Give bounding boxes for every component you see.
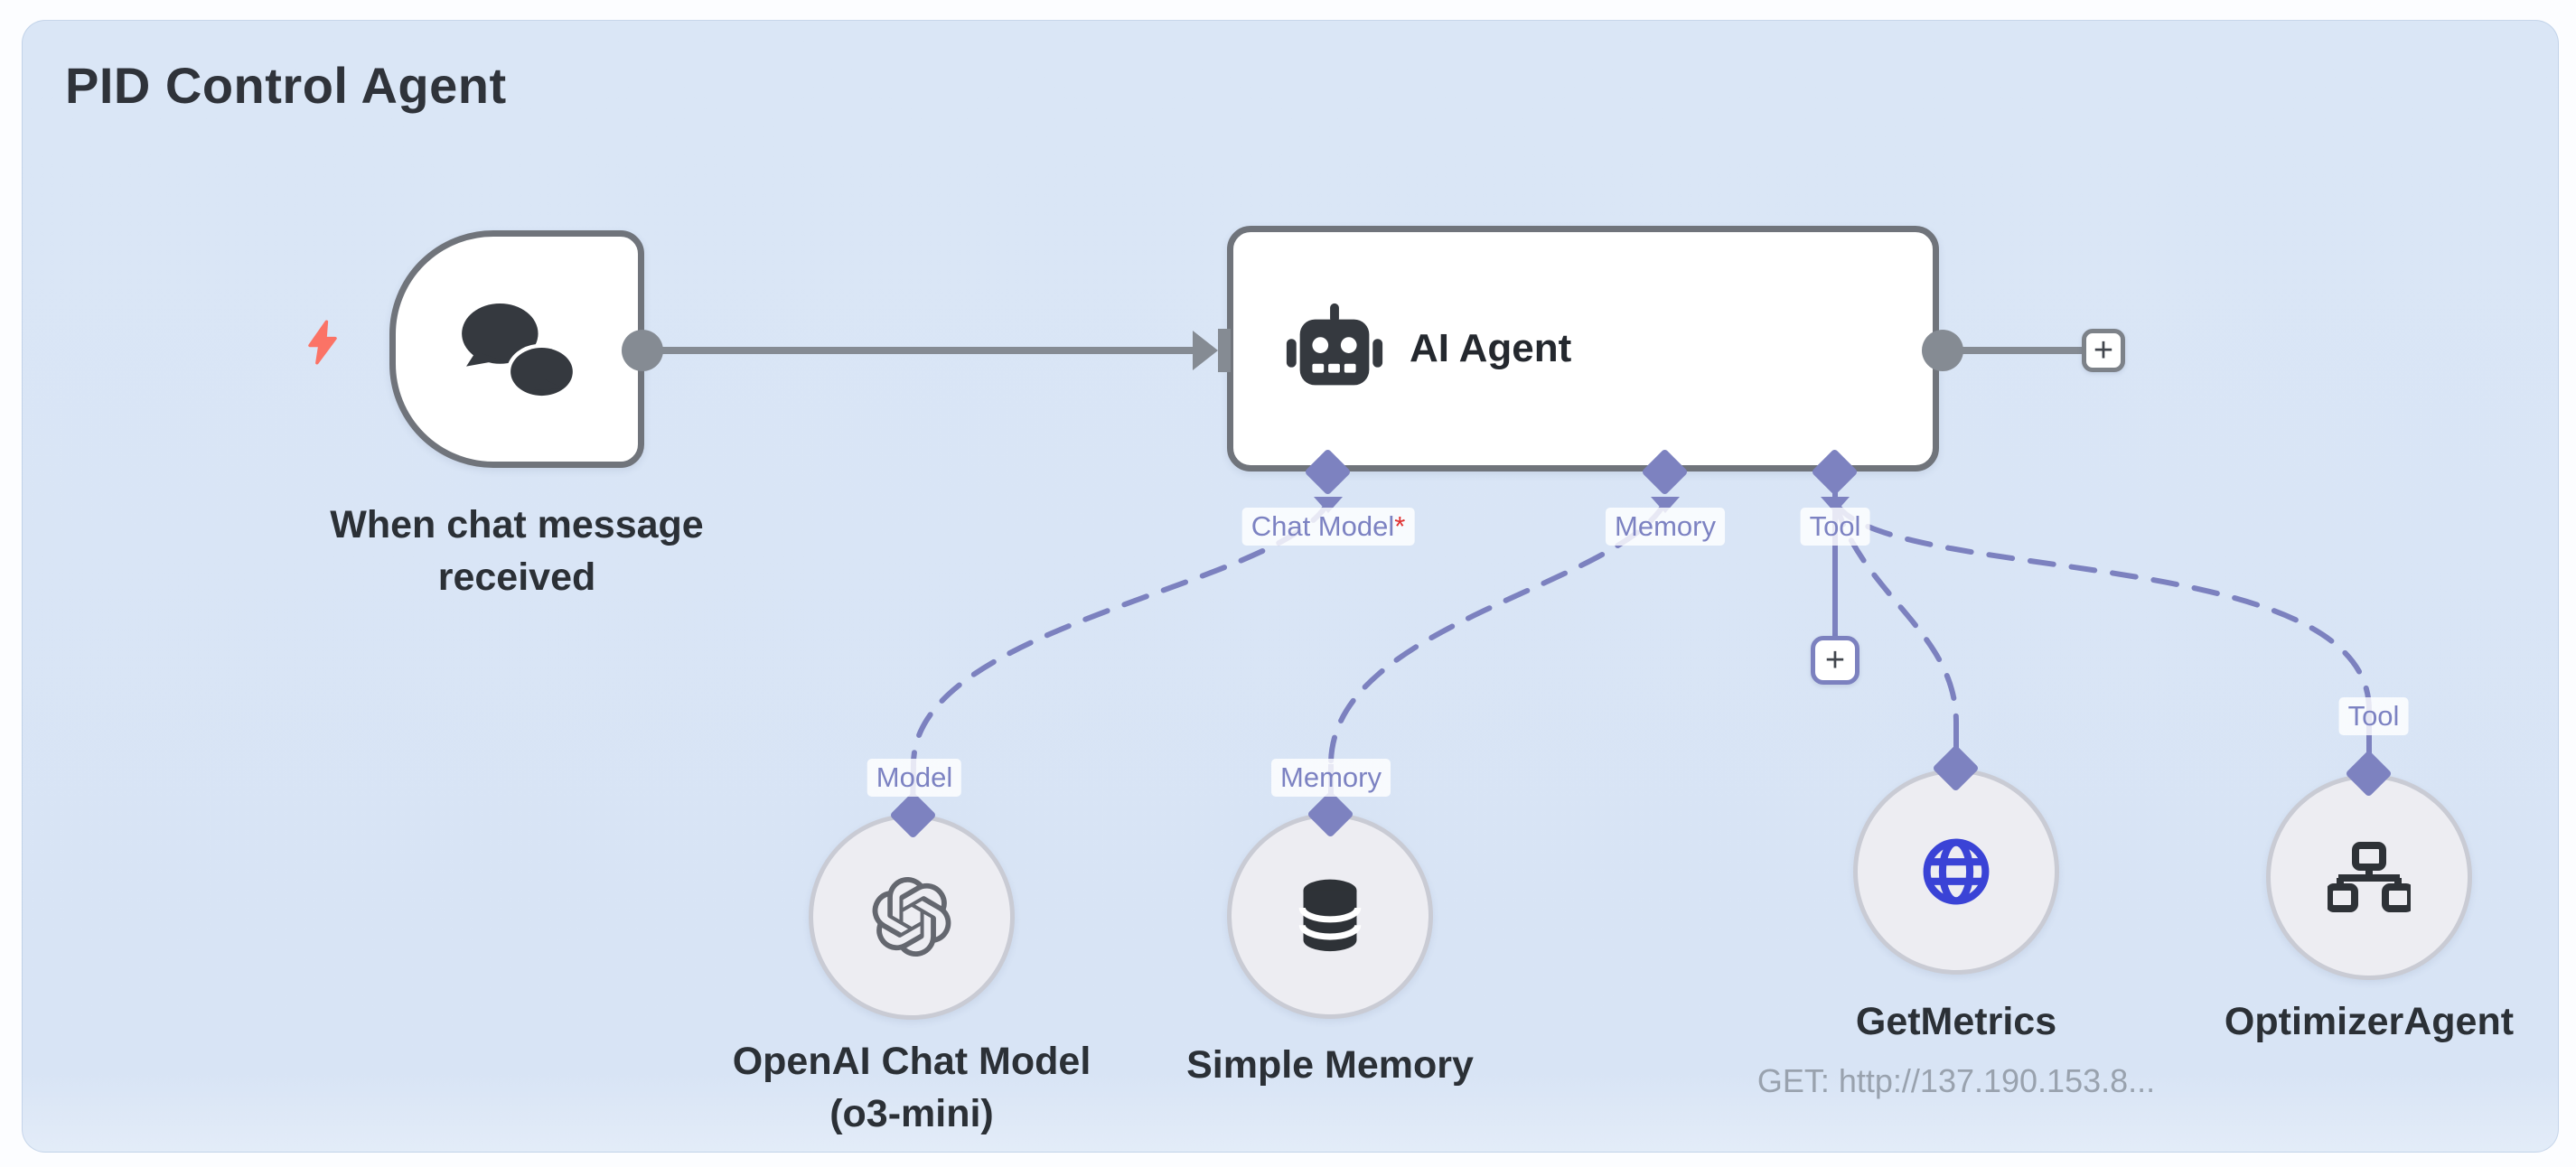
node-openai-chat-model[interactable]: [809, 814, 1015, 1020]
globe-icon: [1923, 838, 1990, 905]
sitemap-icon: [2328, 842, 2411, 912]
chat-model-label-text: Chat Model: [1251, 510, 1395, 542]
subnode-port-label-tool: Tool: [2338, 697, 2409, 735]
chat-bubbles-icon: [462, 303, 577, 399]
node-simple-memory[interactable]: [1227, 813, 1433, 1019]
agent-input-port[interactable]: [1218, 329, 1231, 372]
subnode-port-label-memory: Memory: [1271, 759, 1391, 797]
trigger-bolt-icon: [308, 320, 337, 365]
add-node-button[interactable]: +: [2082, 329, 2125, 372]
node-getmetrics[interactable]: [1853, 769, 2059, 975]
agent-node-label: AI Agent: [1410, 326, 1572, 370]
trigger-output-port[interactable]: [622, 330, 663, 371]
node-optimizer-agent[interactable]: [2266, 774, 2472, 980]
database-icon: [1298, 879, 1362, 952]
required-asterisk: *: [1394, 510, 1406, 542]
robot-icon: [1286, 303, 1383, 386]
subnode-port-label-model: Model: [866, 759, 962, 797]
agent-port-label-chat-model: Chat Model*: [1241, 508, 1415, 546]
openai-node-label: OpenAI Chat Model (o3-mini): [732, 1040, 1091, 1135]
agent-input-arrow-icon: [1193, 331, 1218, 370]
add-tool-button[interactable]: +: [1811, 636, 1859, 685]
connection-chat-model[interactable]: [910, 499, 1331, 816]
connection-tool-optimizer[interactable]: [1832, 499, 2372, 774]
optimizer-node-label: OptimizerAgent: [2224, 1000, 2515, 1043]
page-title: PID Control Agent: [65, 57, 507, 114]
getmetrics-subtitle: GET: http://137.190.153.8...: [1756, 1062, 2156, 1099]
trigger-node-label: When chat message received: [330, 503, 704, 599]
getmetrics-node-label: GetMetrics: [1855, 1000, 2057, 1043]
openai-icon: [872, 877, 951, 957]
simple-memory-node-label: Simple Memory: [1186, 1043, 1474, 1087]
agent-output-port[interactable]: [1922, 330, 1963, 371]
agent-port-label-memory: Memory: [1606, 508, 1725, 546]
agent-port-label-tool: Tool: [1800, 508, 1870, 546]
